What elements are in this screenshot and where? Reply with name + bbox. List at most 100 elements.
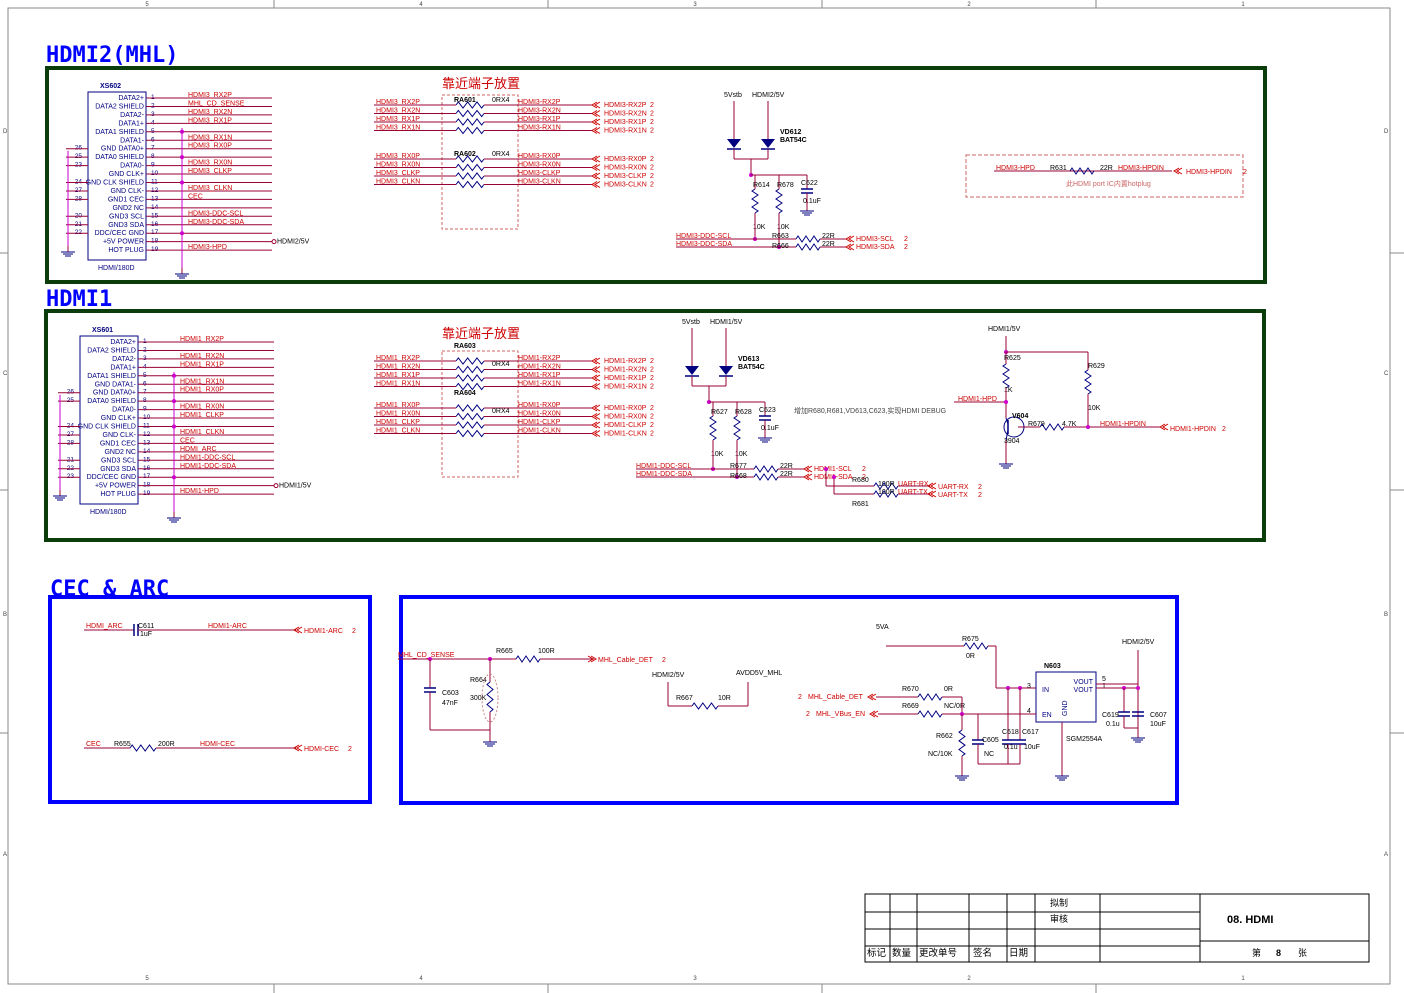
net-label: HDMI1-RX0P xyxy=(604,405,647,412)
resistor-ref: R663 xyxy=(772,233,789,240)
sheet-border xyxy=(7,7,1391,985)
port-arrow xyxy=(591,404,601,412)
net-label: HDMI1_RX2P xyxy=(376,355,420,362)
connector-pin-label: GND3 SCL xyxy=(109,213,144,220)
power-net-label: HDMI2/5V xyxy=(277,239,310,246)
sheet-ref: 2 xyxy=(352,628,356,635)
border-row-label: D xyxy=(1384,129,1389,135)
net-label: HDMI1_RX1P xyxy=(376,372,420,379)
resistor-value: 0R xyxy=(966,653,975,660)
resistor-symbol xyxy=(455,163,485,172)
wire xyxy=(1005,429,1009,441)
net-label: HDMI1-HPDIN xyxy=(1170,426,1216,433)
sheet-ref: 2 xyxy=(650,367,654,374)
sheet-ref: 2 xyxy=(798,694,802,701)
section-title-hdmi1: HDMI1 xyxy=(46,287,112,312)
connector-pin-label: GND DATA0+ xyxy=(101,146,144,153)
sheet-ref: 2 xyxy=(1243,169,1247,176)
diode-ref: VD612 xyxy=(780,129,802,136)
resistor-ref: R677 xyxy=(730,463,747,470)
port-arrow xyxy=(591,430,601,437)
border-row-label: A xyxy=(3,852,7,858)
sheet-ref: 2 xyxy=(862,474,866,481)
net-label: UART-TX xyxy=(938,492,968,499)
wire xyxy=(1005,417,1009,425)
power-label: AVDD5V_MHL xyxy=(736,670,782,677)
revision-header: 数量 xyxy=(892,947,912,959)
border-row-label: C xyxy=(3,371,8,377)
junction-dot xyxy=(172,399,176,404)
net-label: HDMI3-DDC-SDA xyxy=(676,241,732,248)
net-label: HDMI3_CLKN xyxy=(188,185,232,192)
port-arrow xyxy=(869,710,879,718)
connector-pin-label: DATA2+ xyxy=(110,339,136,346)
sheet-ref: 2 xyxy=(650,173,654,180)
junction-dot xyxy=(172,475,176,480)
power-pin xyxy=(273,483,279,489)
connector-pin-label: HOT PLUG xyxy=(108,247,144,254)
port-arrow xyxy=(591,374,601,382)
net-label: HDMI1-HPD xyxy=(180,488,219,495)
resistor-value: NC/10K xyxy=(928,751,953,758)
resistor-symbol xyxy=(515,655,541,663)
resistor-ref: R678 xyxy=(777,182,794,189)
power-net-label: HDMI1/5V xyxy=(279,483,312,490)
resistor-symbol xyxy=(455,382,485,391)
net-label: HDMI1-RX2N xyxy=(604,367,647,374)
resistor-value: 100R xyxy=(878,489,895,496)
resistor-value: 10R xyxy=(718,695,731,702)
ic-ref: N603 xyxy=(1044,663,1061,670)
border-col-label: 5 xyxy=(145,976,149,982)
port-arrow xyxy=(591,127,601,134)
sheet-ref: 2 xyxy=(650,414,654,421)
net-label: HDMI3_CLKP xyxy=(188,168,232,175)
net-label: HDMI1_RX2N xyxy=(180,353,224,360)
net-label: HDMI1-HPDIN xyxy=(1100,421,1146,428)
connector-pin-label: GND CLK+ xyxy=(109,171,144,178)
net-label: HDMI-CEC xyxy=(304,746,339,753)
net-label: HDMI1_RX2N xyxy=(376,364,420,371)
net-label: HDMI3_CLKP xyxy=(376,170,420,177)
resistor-symbol xyxy=(455,118,485,126)
net-label: HDMI3_RX2P xyxy=(376,99,420,106)
junction-dot xyxy=(1004,400,1008,404)
resistor-symbol xyxy=(455,429,485,438)
net-label: MHL_VBus_EN xyxy=(816,711,865,718)
net-label: MHL_Cable_DET xyxy=(598,657,654,664)
resistor-value: 22R xyxy=(822,233,835,240)
resistor-symbol xyxy=(455,404,485,412)
connector-pin-label: +5V POWER xyxy=(95,483,136,490)
resistor-symbol xyxy=(753,473,779,481)
resistor-value: 10K xyxy=(1088,405,1101,412)
net-label: HDMI3-HPDIN xyxy=(1118,165,1164,172)
section-title-hdmi2: HDMI2(MHL) xyxy=(46,43,178,68)
sheet-ref: 2 xyxy=(978,492,982,499)
net-label: HDMI3-RX1P xyxy=(604,119,647,126)
resistor-symbol xyxy=(795,243,821,251)
ic-pin-label: GND xyxy=(1062,700,1069,716)
resistor-symbol xyxy=(455,374,485,382)
net-label: HDMI1_CLKN xyxy=(376,428,420,435)
resistor-ref: R669 xyxy=(902,703,919,710)
ic-pin-number: 3 xyxy=(1027,683,1031,690)
net-label: HDMI3_RX1N xyxy=(376,125,420,132)
connector-pin-label: DATA2 SHIELD xyxy=(95,103,144,110)
resistor-symbol xyxy=(873,490,899,498)
cap-value: 47nF xyxy=(442,700,458,707)
net-label: HDMI1-RX2N xyxy=(518,364,561,371)
ic-part: SGM2554A xyxy=(1066,736,1103,743)
junction-dot xyxy=(824,467,828,471)
revision-header: 日期 xyxy=(1009,948,1028,959)
port-arrow xyxy=(293,626,303,634)
net-label: HDMI3-RX1P xyxy=(518,116,561,123)
connector-pin-label: DATA1- xyxy=(120,137,145,144)
connector-pin-label: DATA2- xyxy=(112,356,137,363)
resistor-ref: R655 xyxy=(114,741,131,748)
connector-pin-label: GND CLK- xyxy=(111,188,145,195)
net-label: MHL_Cable_DET xyxy=(808,694,864,701)
diode-part: BAT54C xyxy=(738,364,765,371)
resistor-value: 10K xyxy=(777,224,790,231)
cap-value: 0.1u xyxy=(1106,721,1120,728)
connector-part: HDMI/180D xyxy=(98,265,135,272)
